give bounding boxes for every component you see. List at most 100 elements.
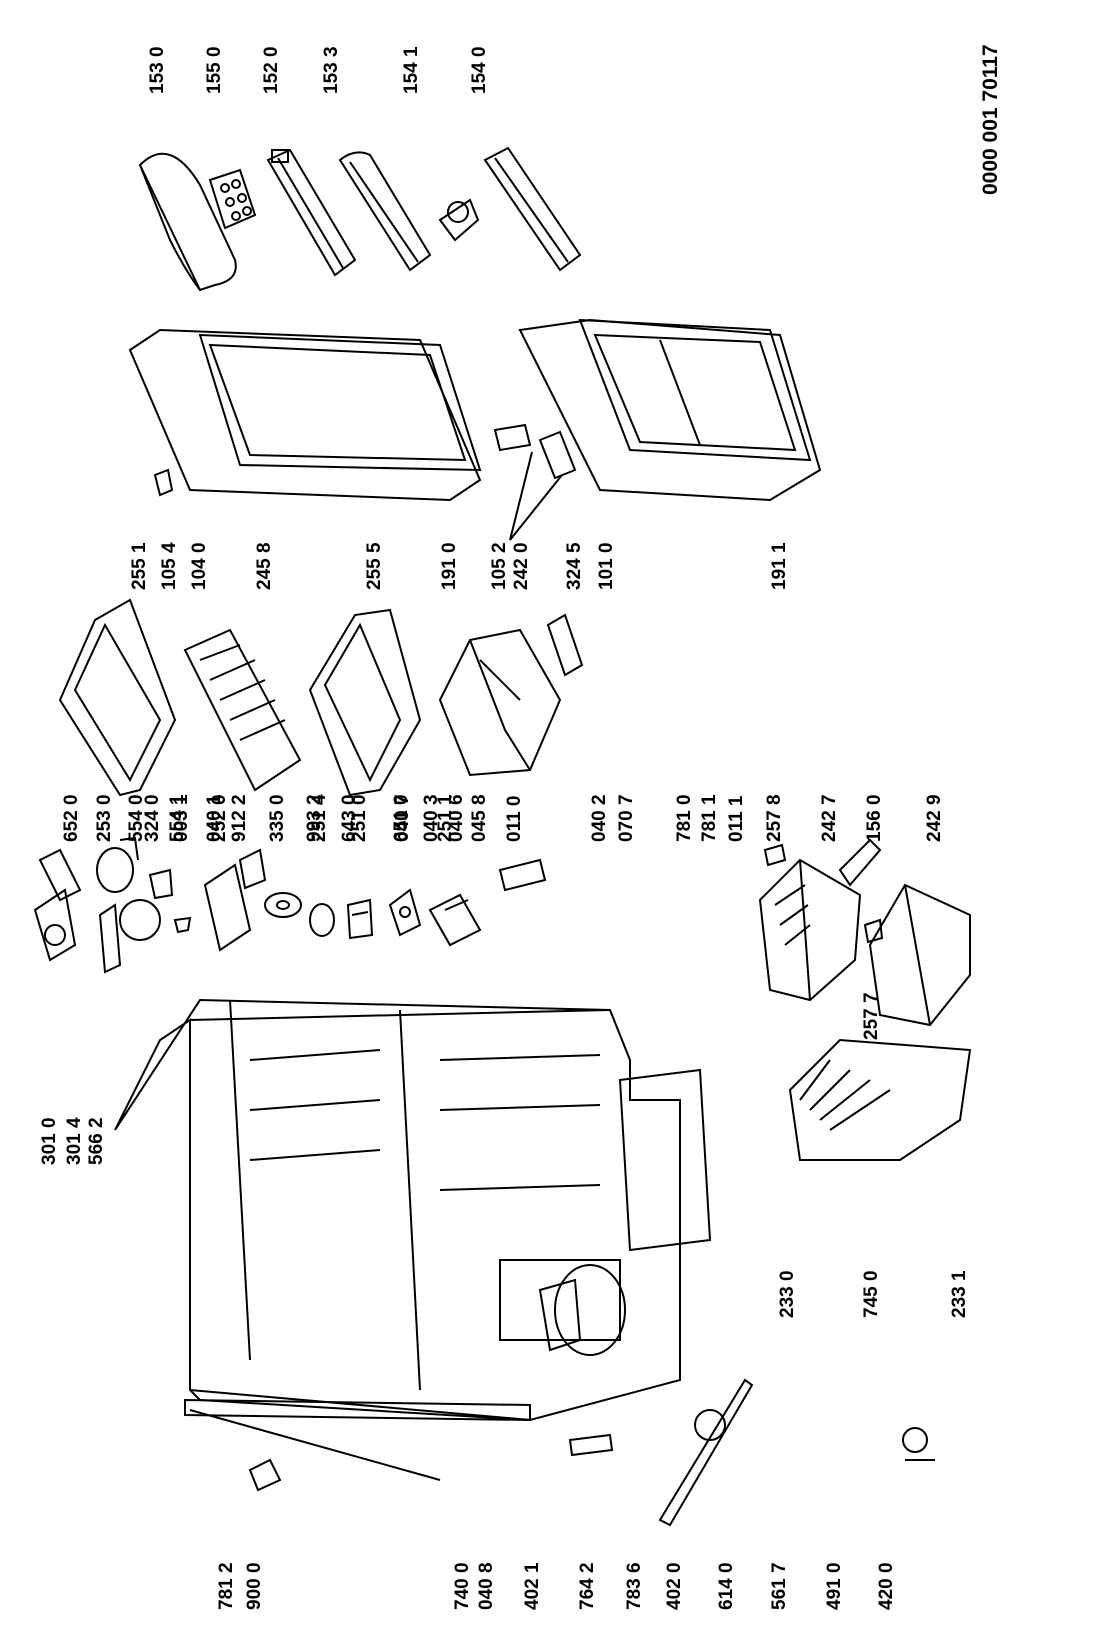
label-040-7: 040 7	[392, 794, 413, 842]
label-003-1: 003 1	[171, 794, 192, 842]
label-153-0: 153 0	[147, 46, 168, 94]
label-156-0: 156 0	[864, 794, 885, 842]
label-257-8: 257 8	[764, 794, 785, 842]
wire-rack-745-0	[788, 1038, 972, 1161]
wire-shelf-245-8	[183, 628, 302, 792]
label-783-6: 783 6	[624, 1562, 645, 1610]
cabinet-body	[114, 998, 681, 1422]
label-561-7: 561 7	[769, 1562, 790, 1610]
label-257-7: 257 7	[861, 992, 882, 1040]
label-242-9: 242 9	[924, 794, 945, 842]
label-040-6: 040 6	[446, 794, 467, 842]
label-900-0: 900 0	[244, 1562, 265, 1610]
clip-554-1	[173, 916, 192, 934]
label-255-5: 255 5	[364, 542, 385, 590]
label-242-7: 242 7	[819, 794, 840, 842]
condenser-740-0	[184, 1398, 531, 1422]
label-011-0: 011 0	[504, 795, 525, 843]
label-191-0: 191 0	[439, 542, 460, 590]
door-shelf-153-3	[338, 151, 432, 272]
label-643-0: 643 0	[339, 794, 360, 842]
door-shelf-152-0	[266, 148, 357, 277]
label-566-2: 566 2	[86, 1117, 107, 1165]
hinge-105-2	[493, 423, 577, 541]
bush-566-2	[96, 836, 139, 893]
egg-tray-155-0	[208, 168, 257, 230]
label-101-0: 101 0	[596, 542, 617, 590]
label-233-0: 233 0	[777, 1270, 798, 1318]
rail-011-1	[658, 1378, 754, 1527]
label-155-0: 155 0	[204, 46, 225, 94]
label-191-1: 191 1	[769, 542, 790, 590]
rod-781-2	[189, 1409, 441, 1481]
bottle-stop-154-1	[438, 198, 480, 242]
freezer-drawer-242-7	[758, 858, 862, 1002]
label-253-0: 253 0	[94, 794, 115, 842]
label-045-8: 045 8	[469, 794, 490, 842]
label-233-1: 233 1	[949, 1270, 970, 1318]
label-245-8: 245 8	[254, 542, 275, 590]
label-420-0: 420 0	[876, 1562, 897, 1610]
ice-tray-156-0	[838, 838, 882, 887]
bracket-251-0	[346, 898, 374, 940]
label-781-1: 781 1	[699, 794, 720, 842]
label-781-0: 781 0	[674, 794, 695, 842]
hinge-105-4	[153, 468, 174, 497]
label-301-4: 301 4	[64, 1117, 85, 1165]
label-781-2: 781 2	[216, 1562, 237, 1610]
label-740-0: 740 0	[452, 1562, 473, 1610]
hinge-plate-301-0	[38, 848, 82, 902]
label-104-0: 104 0	[189, 542, 210, 590]
label-154-0: 154 0	[469, 46, 490, 94]
grille-070-7	[618, 1068, 712, 1252]
housing-251-1	[428, 893, 482, 947]
label-652-0: 652 0	[61, 794, 82, 842]
label-242-0: 242 0	[511, 542, 532, 590]
door-shelf-154-0	[483, 146, 582, 272]
lamp-cover-554-0	[119, 868, 174, 941]
fridge-door-104-0	[128, 328, 482, 502]
label-040-3: 040 3	[421, 794, 442, 842]
cap-420-0	[902, 1427, 935, 1461]
glass-shelf-255-5	[308, 608, 422, 797]
clip-257-8	[763, 843, 787, 867]
label-105-2: 105 2	[489, 542, 510, 590]
label-040-8: 040 8	[476, 1562, 497, 1610]
compressor-402-0	[538, 1264, 626, 1356]
label-301-0: 301 0	[39, 1117, 60, 1165]
label-153-3: 153 3	[321, 46, 342, 94]
freezer-door-101-0	[518, 318, 822, 502]
knob-335-0	[264, 892, 302, 918]
label-402-0: 402 0	[664, 1562, 685, 1610]
relay-614-0	[694, 1409, 726, 1441]
label-764-2: 764 2	[577, 1562, 598, 1610]
label-011-1: 011 1	[726, 795, 747, 843]
crisper-drawer-242-0	[438, 628, 562, 777]
label-152-0: 152 0	[261, 46, 282, 94]
label-324-0: 324 0	[142, 794, 163, 842]
label-402-1: 402 1	[522, 1562, 543, 1610]
label-491-0: 491 0	[824, 1562, 845, 1610]
glass-shelf-255-1	[58, 598, 177, 797]
label-040-1: 040 1	[204, 794, 225, 842]
light-box-252-0	[203, 848, 267, 952]
bulb-253-0	[98, 903, 122, 974]
door-shelf-153-0	[138, 152, 237, 292]
label-154-1: 154 1	[401, 46, 422, 94]
label-070-7: 070 7	[616, 794, 637, 842]
label-324-5: 324 5	[564, 542, 585, 590]
label-912-2: 912 2	[229, 794, 250, 842]
drawer-handle-324-5	[546, 613, 584, 677]
label-105-4: 105 4	[159, 542, 180, 590]
label-255-1: 255 1	[129, 542, 150, 590]
damper-651-0	[388, 888, 422, 937]
label-040-2: 040 2	[589, 794, 610, 842]
ring-251-4	[309, 903, 335, 937]
thermostat-652-0	[33, 888, 77, 962]
label-993-2: 993 2	[304, 794, 325, 842]
clamp-900-0	[248, 1458, 282, 1492]
label-745-0: 745 0	[861, 1270, 882, 1318]
label-614-0: 614 0	[716, 1562, 737, 1610]
clip-257-7	[863, 918, 884, 944]
